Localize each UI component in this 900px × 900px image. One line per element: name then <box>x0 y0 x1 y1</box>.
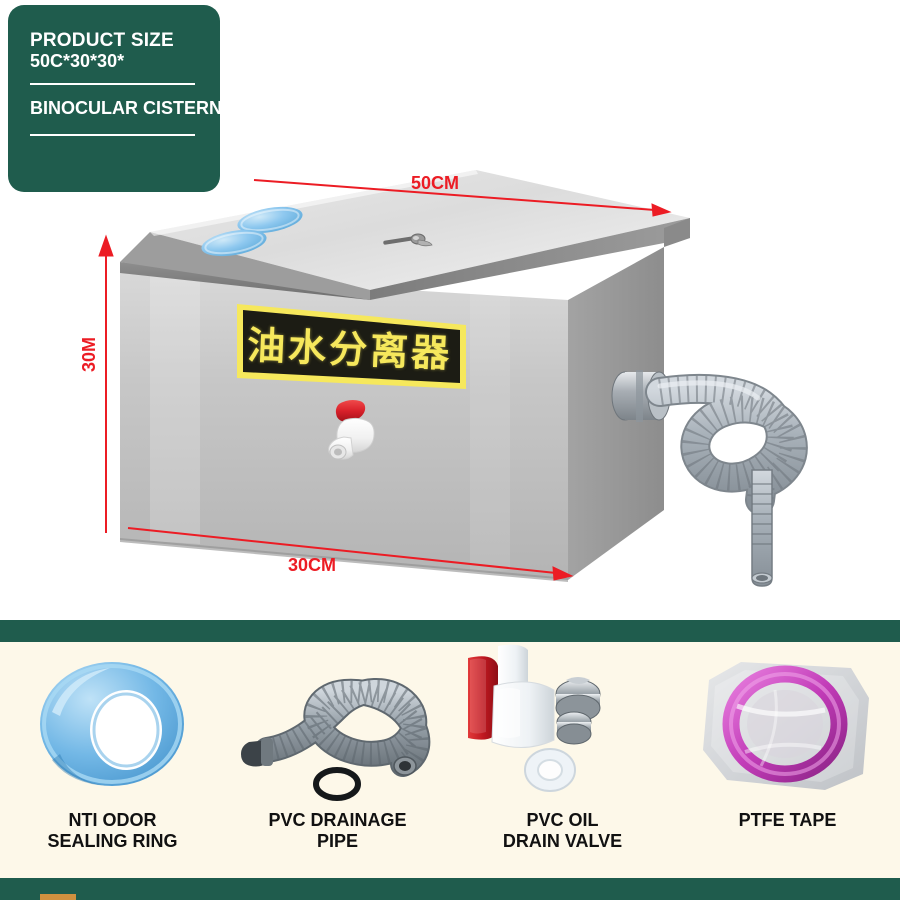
tank-lid <box>120 170 690 300</box>
accessory-item-sealing-ring: NTI ODOR SEALING RING <box>0 642 225 878</box>
product-nameplate-text: 油水分离器 <box>246 323 454 376</box>
product-nameplate <box>237 304 466 389</box>
ptfe-tape-icon <box>703 662 869 790</box>
inlet-cap-upper <box>237 206 303 234</box>
accessory-label-line1: NTI ODOR <box>68 810 157 830</box>
valve-handle <box>335 400 366 422</box>
accessory-label-ptfe-tape: PTFE TAPE <box>675 810 900 831</box>
accessory-label-line1: PVC OIL <box>526 810 599 830</box>
accessory-label-drain-valve: PVC OIL DRAIN VALVE <box>450 810 675 852</box>
badge-product-type: BINOCULAR CISTERN <box>30 98 222 118</box>
badge-size-value: 50C*30*30* <box>30 51 125 71</box>
accessory-label-drainage-pipe: PVC DRAINAGE PIPE <box>225 810 450 852</box>
section-divider-top <box>0 620 900 642</box>
accessory-item-ptfe-tape: PTFE TAPE <box>675 642 900 878</box>
accessory-label-line2: PIPE <box>316 831 359 851</box>
product-stage: 50CM 30CM 30M PRODUCT SIZE 50C*30*30* BI… <box>8 5 808 587</box>
accessory-label-line2: DRAIN VALVE <box>502 831 623 851</box>
product-illustration <box>98 170 808 587</box>
bottom-accent-stripe <box>40 894 76 900</box>
lid-latch <box>383 233 433 247</box>
accessory-label-line1: PVC DRAINAGE <box>268 810 407 830</box>
accessories-panel: NTI ODOR SEALING RING <box>0 642 900 878</box>
tank-body <box>120 247 664 582</box>
drain-valve-icon <box>468 644 601 792</box>
accessory-item-drain-valve: PVC OIL DRAIN VALVE <box>450 642 675 878</box>
accessory-item-drainage-pipe: PVC DRAINAGE PIPE <box>225 642 450 878</box>
accessory-label-line1: PTFE TAPE <box>738 810 837 830</box>
dimension-label-depth: 30CM <box>288 555 337 575</box>
dimension-label-width: 50CM <box>411 173 460 193</box>
product-size-badge: PRODUCT SIZE 50C*30*30* BINOCULAR CISTER… <box>8 5 222 192</box>
front-drain-valve <box>328 400 375 460</box>
outlet-hose-assembly <box>611 370 808 587</box>
dimension-arrows <box>98 179 672 581</box>
accessory-label-line2: SEALING RING <box>47 831 178 851</box>
inlet-cap-lower <box>201 229 267 257</box>
badge-divider-1 <box>30 83 195 85</box>
section-divider-bottom <box>0 878 900 900</box>
dimension-label-height: 30M <box>79 336 99 372</box>
drainage-pipe-icon <box>241 678 431 801</box>
accessory-label-sealing-ring: NTI ODOR SEALING RING <box>0 810 225 852</box>
badge-divider-2 <box>30 134 195 136</box>
sealing-ring-icon <box>40 662 184 786</box>
inlet-caps <box>201 206 303 257</box>
badge-title: PRODUCT SIZE <box>30 30 174 51</box>
